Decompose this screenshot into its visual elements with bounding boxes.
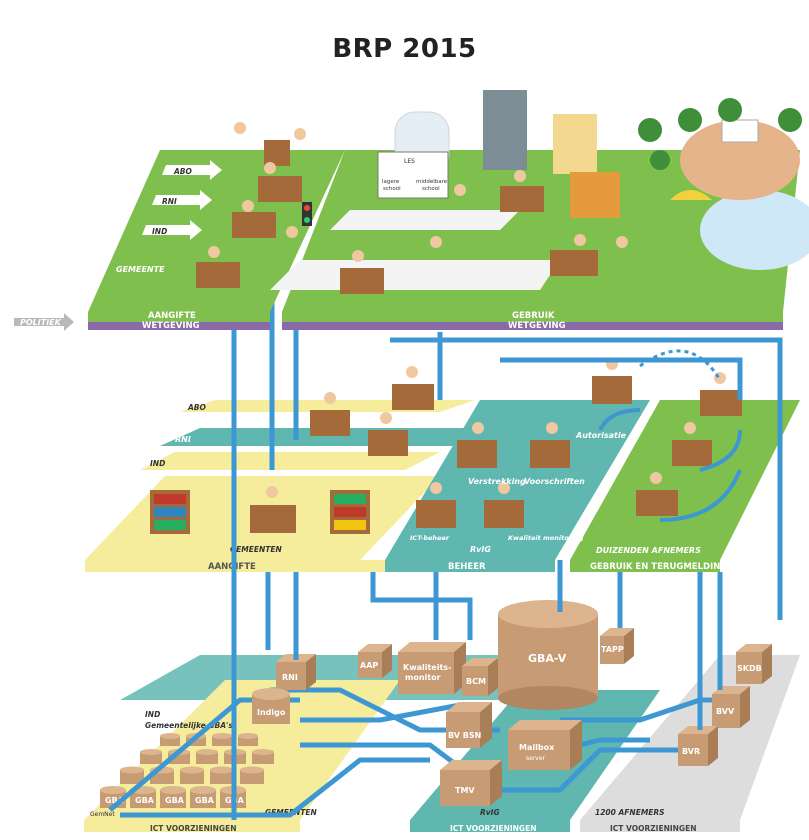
svg-text:TAPP: TAPP [601,645,624,654]
box-kwaliteitsmonitor: Kwaliteits-monitor [398,642,466,694]
wetgeving-left-footer: WETGEVING [142,321,200,331]
vertical-pipes [231,290,783,820]
bottom-center-footer: ICT VOORZIENINGEN [450,824,536,833]
svg-text:monitor: monitor [405,673,441,682]
arrow-abo: ABO [173,167,193,176]
svg-text:BVR: BVR [682,747,700,756]
box-bvr: BVR [678,726,718,766]
people-top [208,122,628,262]
gba-cell-3: GBA [165,796,185,805]
gba-cylinders: GBA GBA GBA GBA GBA [100,733,274,808]
gba-label: Gemeentelijke GBA's [145,721,233,730]
svg-text:BCM: BCM [466,677,486,686]
strip-abo: ABO [187,403,207,412]
umbrella [670,190,712,200]
svg-text:TMV: TMV [455,786,475,795]
svg-text:SKDB: SKDB [737,664,762,673]
label-verstrekking: Verstrekking [468,477,526,486]
svg-text:school: school [422,186,440,192]
dotted-arrow [639,349,722,381]
bottom-right-footer: ICT VOORZIENINGEN [610,824,696,833]
people-middle [266,358,726,498]
arrow-ind: IND [152,227,167,236]
ind-label: IND [145,710,160,719]
gemnet-label: GemNet [90,811,115,818]
box-bcm: BCM [462,658,498,696]
box-aap: AAP [358,644,392,678]
svg-text:BVV: BVV [716,707,735,716]
label-kwaliteit-monitoring: Kwaliteit monitoring [508,534,584,542]
middle-level: ABO RNI IND GEMEENTEN AANGIFTE BEHEER DU… [85,349,800,572]
bookshelf-right [330,490,370,534]
box-bv-bsn: BV BSN [446,702,492,748]
desks-top [196,140,598,294]
middle-pipes [598,408,742,522]
bookshelf-left [150,490,190,534]
bottom-level: IND Gemeentelijke GBA's GEMEENTEN RvIG 1… [84,600,800,833]
box-skdb: SKDB [736,644,772,684]
svg-text:LES: LES [404,158,415,165]
bottom-left-footer: ICT VOORZIENINGEN [150,824,236,833]
box-bvv: BVV [712,686,750,728]
label-ict-beheer: ICT-beheer [410,534,450,542]
gba-cell-4: GBA [195,796,215,805]
arrow-rni: RNI [162,197,177,206]
desks-middle [250,376,742,533]
box-tapp: TAPP [600,628,634,664]
afnemers-label: DUIZENDEN AFNEMERS [596,546,701,555]
afnemers-bottom-label: 1200 AFNEMERS [595,808,665,817]
gebruik-terugmelding-footer: GEBRUIK EN TERUGMELDING [590,562,727,572]
gemeente-label: GEMEENTE [116,265,165,274]
gba-cell-1: GBA [105,796,125,805]
box-gba-v: GBA-V [498,600,598,710]
svg-text:middelbare: middelbare [416,179,448,185]
label-rvig: RvIG [470,545,491,554]
box-tmv: TMV [440,760,502,806]
strip-rni: RNI [175,435,191,444]
label-voorschriften: Voorschriften [524,477,585,486]
box-mailbox-server: Mailbox server [508,720,582,770]
svg-text:server: server [526,755,546,762]
svg-text:school: school [383,186,401,192]
wetgeving-right-footer: WETGEVING [508,321,566,331]
top-level: AANGIFTE WETGEVING GEBRUIK WETGEVING LES… [88,90,809,331]
svg-text:GBA-V: GBA-V [528,652,567,665]
beheer-footer: BEHEER [448,562,486,572]
svg-text:Indigo: Indigo [257,708,286,717]
svg-text:lagere: lagere [382,179,400,185]
gebruik-top-footer: GEBRUIK [512,311,555,321]
aangifte-top-footer: AANGIFTE [148,311,196,321]
gemeenten-label: GEMEENTEN [230,545,283,554]
svg-text:Kwaliteits-: Kwaliteits- [403,663,451,672]
page-title: BRP 2015 [332,34,477,64]
sea [700,190,809,270]
top-arrows: ABO RNI IND [142,160,222,240]
rvig-bottom-label: RvIG [480,808,500,817]
svg-text:RNI: RNI [282,673,298,682]
component-boxes: RNI Indigo AAP Kwaliteits-monitor BCM GB… [252,600,772,806]
svg-text:BV BSN: BV BSN [448,731,481,740]
label-autorisatie: Autorisatie [575,431,627,440]
svg-text:Mailbox: Mailbox [519,743,555,752]
beach [680,120,800,200]
palm-trees [638,98,802,170]
strip-ind: IND [150,459,165,468]
box-indigo: Indigo [252,688,290,724]
politiek-arrow: POLITIEK [14,313,74,331]
politiek-label: POLITIEK [20,318,62,327]
classroom-board: LES lagere school middelbare school [377,151,449,199]
gba-cell-2: GBA [135,796,155,805]
svg-text:AAP: AAP [360,661,378,670]
traffic-light [302,202,312,226]
